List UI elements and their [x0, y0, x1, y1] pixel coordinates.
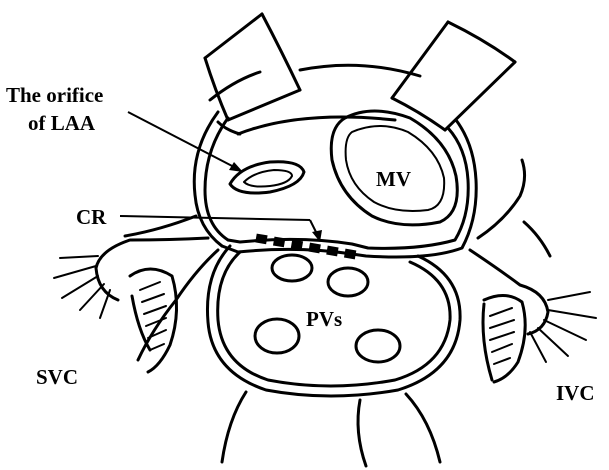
mv-label: MV — [376, 167, 411, 191]
pv-ostium — [356, 330, 400, 362]
svc-vessel — [54, 216, 218, 372]
laa-label-line2: of LAA — [28, 111, 96, 135]
svc-label: SVC — [36, 365, 78, 389]
pvs-label: PVs — [306, 307, 342, 331]
pv-ostium — [255, 319, 299, 353]
pv-ostium — [328, 268, 368, 296]
laa-orifice — [230, 162, 304, 193]
atrial-wall — [194, 65, 476, 257]
lower-outline — [222, 392, 440, 466]
right-retractor — [392, 22, 515, 130]
pv-ostium — [272, 255, 312, 281]
ivc-label: IVC — [556, 381, 595, 405]
laa-label-line1: The orifice — [6, 83, 103, 107]
ivc-vessel — [470, 160, 596, 382]
cr-label: CR — [76, 205, 107, 229]
